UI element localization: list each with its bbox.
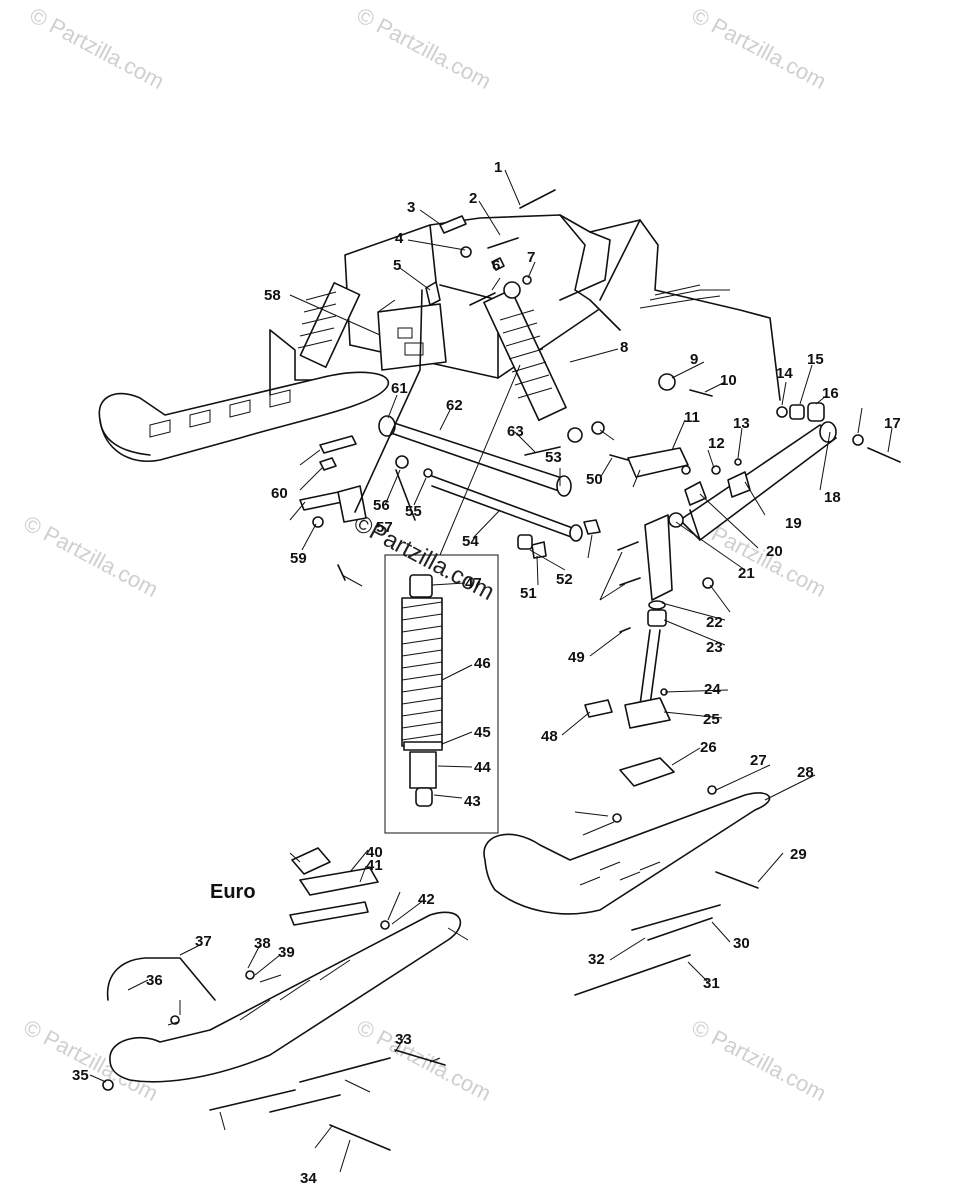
shock-detail-box — [384, 364, 521, 834]
callout: 43 — [464, 793, 481, 810]
callout: 53 — [545, 449, 562, 466]
watermark: © Partzilla.com — [353, 1014, 496, 1106]
callout: 19 — [785, 515, 802, 532]
callout: 32 — [588, 951, 605, 968]
callout: 51 — [520, 585, 537, 602]
callout-numbers: 1 2 3 4 5 6 7 8 9 10 11 12 13 14 15 16 1… — [72, 159, 901, 1187]
callout: 31 — [703, 975, 720, 992]
callout: 62 — [446, 397, 463, 414]
callout: 54 — [462, 533, 479, 550]
callout: 14 — [776, 365, 793, 382]
callout: 16 — [822, 385, 839, 402]
callout: 29 — [790, 846, 807, 863]
callout: 59 — [290, 550, 307, 567]
callout: 3 — [407, 199, 415, 216]
callout: 56 — [373, 497, 390, 514]
callout: 7 — [527, 249, 535, 266]
euro-ski — [102, 847, 462, 1151]
callout: 5 — [393, 257, 401, 274]
callout: 39 — [278, 944, 295, 961]
callout: 41 — [366, 857, 383, 874]
callout: 48 — [541, 728, 558, 745]
callout: 23 — [706, 639, 723, 656]
callout: 2 — [469, 190, 477, 207]
callout: 58 — [264, 287, 281, 304]
callout: 10 — [720, 372, 737, 389]
callout: 38 — [254, 935, 271, 952]
callout: 20 — [766, 543, 783, 560]
watermark: © Partzilla.com — [688, 1014, 831, 1106]
left-ski-frame — [98, 329, 389, 462]
right-ski — [483, 757, 771, 996]
callout: 1 — [494, 159, 502, 176]
left-shock-frame — [269, 282, 361, 381]
callout: 11 — [684, 409, 700, 426]
callout: 25 — [703, 711, 720, 728]
callout: 37 — [195, 933, 212, 950]
callout: 46 — [474, 655, 491, 672]
callout: 13 — [733, 415, 750, 432]
chassis-frame — [344, 214, 781, 401]
callout: 42 — [418, 891, 435, 908]
callout: 15 — [807, 351, 824, 368]
region-label-euro: Euro — [210, 881, 256, 903]
callout: 52 — [556, 571, 573, 588]
callout: 21 — [738, 565, 755, 582]
callout: 57 — [376, 519, 393, 536]
callout: 33 — [395, 1031, 412, 1048]
callout: 9 — [690, 351, 698, 368]
callout: 12 — [708, 435, 725, 452]
callout: 60 — [271, 485, 288, 502]
callout: 49 — [568, 649, 585, 666]
callout: 44 — [474, 759, 491, 776]
callout: 35 — [72, 1067, 89, 1084]
callout: 24 — [704, 681, 721, 698]
callout: 45 — [474, 724, 491, 741]
callout: 55 — [405, 503, 422, 520]
callout: 27 — [750, 752, 767, 769]
left-linkage — [299, 289, 433, 581]
callout: 47 — [465, 575, 482, 592]
watermark: © Partzilla.com — [353, 2, 496, 94]
callout: 8 — [620, 339, 628, 356]
callout: 50 — [586, 471, 603, 488]
callout: 34 — [300, 1170, 317, 1187]
hardware-top — [425, 189, 713, 456]
watermark: © Partzilla.com — [20, 510, 163, 602]
callout: 17 — [884, 415, 901, 432]
callout: 26 — [700, 739, 717, 756]
callout: 6 — [492, 257, 500, 274]
watermark: © Partzilla.com — [688, 2, 831, 94]
callout: 28 — [797, 764, 814, 781]
callout: 63 — [507, 423, 524, 440]
leader-lines — [89, 169, 893, 1173]
main-shock — [483, 281, 583, 443]
callout: 18 — [824, 489, 841, 506]
callout: 40 — [366, 844, 383, 861]
callout: 30 — [733, 935, 750, 952]
callout: 36 — [146, 972, 163, 989]
tie-rods — [378, 415, 601, 542]
callout: 22 — [706, 614, 723, 631]
callout: 4 — [395, 230, 404, 247]
callout: 61 — [391, 380, 408, 397]
watermark: © Partzilla.com — [26, 2, 169, 94]
